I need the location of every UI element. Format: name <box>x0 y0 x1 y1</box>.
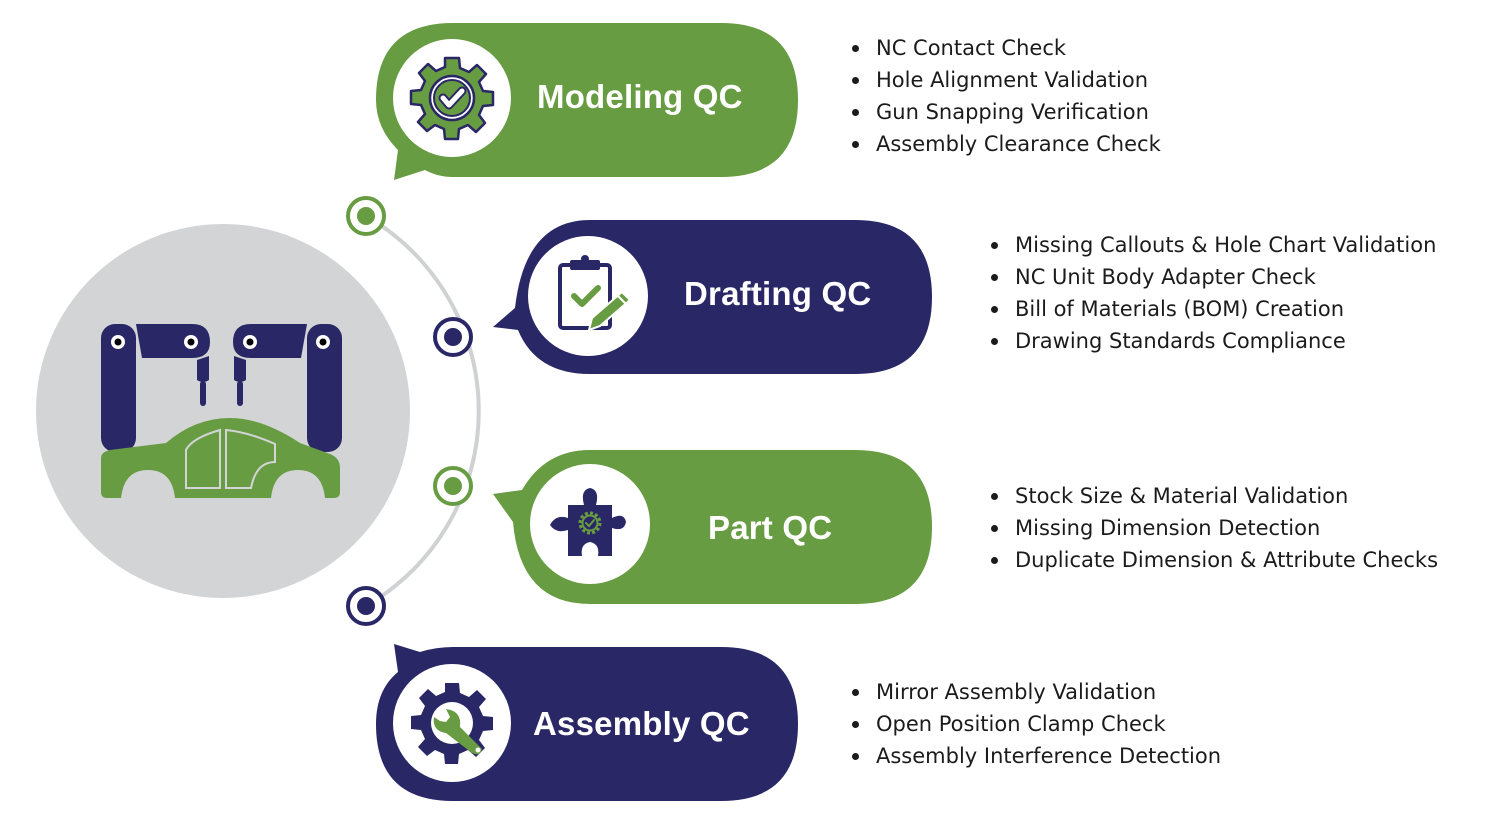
timeline-arc <box>365 214 481 608</box>
stage-pill-assembly <box>376 644 798 801</box>
checklist-item: Drawing Standards Compliance <box>987 325 1436 357</box>
checklist-item: Open Position Clamp Check <box>848 708 1221 740</box>
gear-wrench-icon <box>411 683 493 764</box>
stage-checklist-part: Stock Size & Material Validation Missing… <box>987 480 1438 576</box>
checklist-item: Assembly Clearance Check <box>848 128 1161 160</box>
stage-title-drafting: Drafting QC <box>684 275 872 312</box>
puzzle-gear-icon <box>550 488 626 556</box>
stage-checklist-assembly: Mirror Assembly Validation Open Position… <box>848 676 1221 772</box>
stage-title-modeling: Modeling QC <box>537 78 743 115</box>
checklist-item: Hole Alignment Validation <box>848 64 1161 96</box>
checklist-item: NC Contact Check <box>848 32 1161 64</box>
checklist-item: Stock Size & Material Validation <box>987 480 1438 512</box>
checklist-item: Gun Snapping Verification <box>848 96 1161 128</box>
checklist-item: Assembly Interference Detection <box>848 740 1221 772</box>
gear-check-icon <box>409 56 495 141</box>
checklist-item: Bill of Materials (BOM) Creation <box>987 293 1436 325</box>
connector-dot-modeling <box>346 196 386 236</box>
connector-dot-part <box>433 466 473 506</box>
checklist-item: Duplicate Dimension & Attribute Checks <box>987 544 1438 576</box>
hub-circle <box>36 224 410 598</box>
connector-dot-drafting <box>433 317 473 357</box>
robotic-car-assembly-icon <box>101 324 342 498</box>
checklist-item: NC Unit Body Adapter Check <box>987 261 1436 293</box>
checklist-item: Missing Callouts & Hole Chart Validation <box>987 229 1436 261</box>
stage-checklist-drafting: Missing Callouts & Hole Chart Validation… <box>987 229 1436 357</box>
stage-title-assembly: Assembly QC <box>533 705 750 742</box>
stage-title-part: Part QC <box>708 509 833 546</box>
stage-pill-part <box>493 450 932 604</box>
connector-dot-assembly <box>346 586 386 626</box>
checklist-item: Mirror Assembly Validation <box>848 676 1221 708</box>
clipboard-pencil-icon <box>558 255 632 332</box>
checklist-item: Missing Dimension Detection <box>987 512 1438 544</box>
stage-pill-modeling <box>376 23 798 180</box>
stage-pill-drafting <box>493 220 932 374</box>
stage-checklist-modeling: NC Contact Check Hole Alignment Validati… <box>848 32 1161 160</box>
